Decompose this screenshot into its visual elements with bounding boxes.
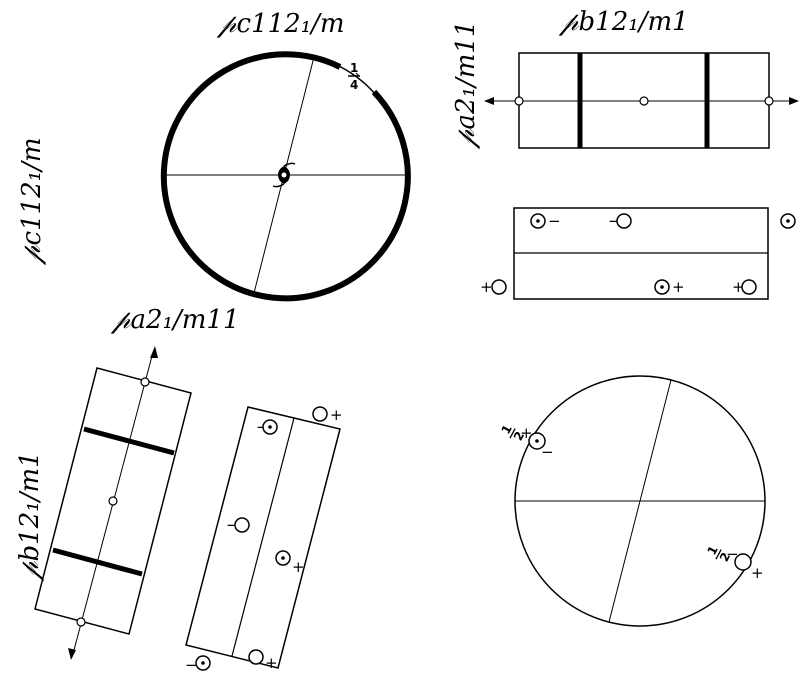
sign-minus: − <box>548 212 561 230</box>
sign-minus: − <box>541 443 554 461</box>
top-right-rect-group: 𝓅b12₁/m1 𝓅a2₁/m11 <box>451 7 799 150</box>
left-rect-title: 𝓅a2₁/m11 <box>110 305 240 335</box>
sign-minus: − <box>726 545 739 563</box>
inversion-center <box>76 617 86 627</box>
oblique-diameter <box>608 379 672 623</box>
left-rect-outline <box>34 367 192 635</box>
position-marker <box>734 553 752 571</box>
bottom-mid-rect-group: − + − + + − <box>185 406 343 674</box>
inversion-center <box>514 96 524 106</box>
inversion-center <box>108 496 118 506</box>
axis-arrow-down <box>68 648 76 660</box>
sign-minus: − <box>226 516 239 534</box>
sign-plus: + <box>751 564 764 582</box>
sign-plus: + <box>330 406 343 424</box>
inversion-center <box>639 96 649 106</box>
bottom-mid-rect-divider <box>231 417 295 657</box>
position-marker <box>491 279 507 295</box>
bottom-right-circle-group: 1 2 + − 1 2 − + <box>499 375 766 627</box>
top-rect-side-label: 𝓅a2₁/m11 <box>451 20 481 150</box>
right-mid-rect-group: − − + + + <box>480 207 796 300</box>
position-marker <box>616 213 632 229</box>
position-marker <box>234 517 250 533</box>
sign-plus: + <box>292 558 305 576</box>
bottom-left-rect-group: 𝓅a2₁/m11 𝓅b12₁/m1 <box>15 305 240 660</box>
position-marker <box>248 649 264 665</box>
left-rect-side-label: 𝓅b12₁/m1 <box>15 451 45 582</box>
top-left-circle-group: 𝓅c112₁/m 𝓅c112₁/m 1 4 <box>17 9 411 302</box>
axis-arrow-up <box>150 346 158 358</box>
sign-plus: + <box>732 278 745 296</box>
inversion-center <box>764 96 774 106</box>
bottom-mid-rect-outline <box>185 406 341 669</box>
top-circle-title: 𝓅c112₁/m <box>216 9 345 39</box>
top-circle-side-label: 𝓅c112₁/m <box>17 137 47 266</box>
sign-plus: + <box>265 654 278 672</box>
sign-plus: + <box>520 424 533 442</box>
mirror-plane-arc <box>160 51 411 302</box>
screw-axis-symbol <box>272 162 296 188</box>
quarter-den: 4 <box>350 78 358 92</box>
quarter-num: 1 <box>350 61 358 75</box>
top-rect-title: 𝓅b12₁/m1 <box>558 7 689 37</box>
sign-plus: + <box>672 278 685 296</box>
sign-minus: − <box>608 212 621 230</box>
axis-arrow-right <box>789 97 799 105</box>
sign-minus: − <box>185 656 198 674</box>
sign-plus: + <box>480 278 493 296</box>
inversion-center <box>140 377 150 387</box>
axis-arrow-left <box>484 97 494 105</box>
position-marker <box>312 406 328 422</box>
position-marker <box>741 279 757 295</box>
